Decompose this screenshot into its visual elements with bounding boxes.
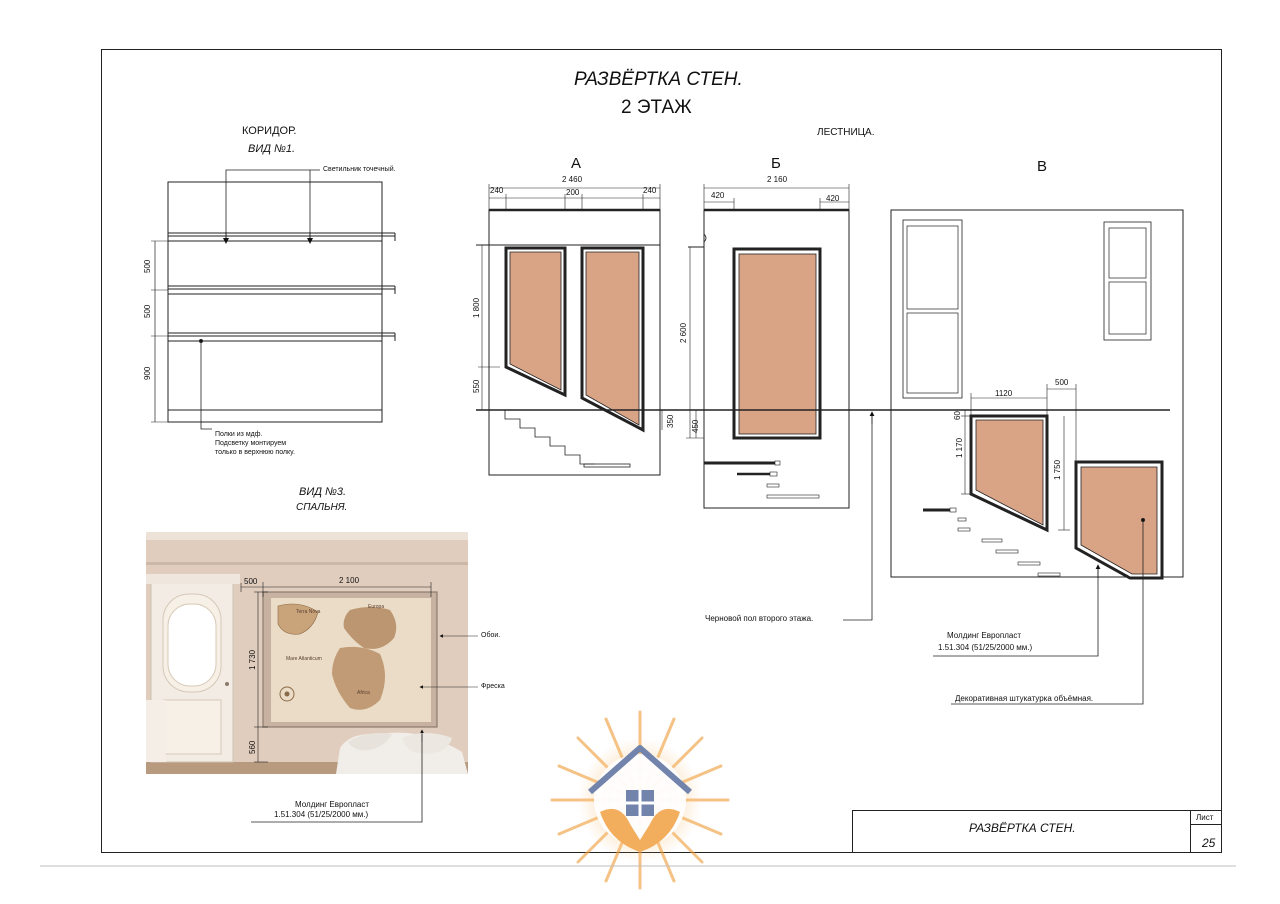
v-dim-h0: 60	[953, 411, 962, 420]
lamp-label: Светильник точечный.	[323, 166, 396, 173]
bedroom-dim-height: 1 730	[248, 649, 257, 670]
wall-v-panel-2	[1074, 460, 1164, 580]
corridor-shelf	[168, 285, 396, 295]
shelves-note-1: Полки из мдф.	[215, 431, 263, 438]
a-dim-right: 240	[643, 186, 657, 195]
window-left	[902, 219, 963, 399]
corridor-title: КОРИДОР.	[242, 125, 297, 137]
b-dim-left: 420	[711, 191, 725, 200]
bedroom-molding-2: 1.51.304 (51/25/2000 мм.)	[274, 810, 369, 819]
bedroom-dim-bottom: 560	[248, 740, 257, 754]
a-dim-h1: 1 800	[472, 297, 481, 318]
corridor-dim: 500	[143, 259, 152, 273]
view-a-label: А	[571, 155, 582, 172]
shelves-note-2: Подсветку монтируем	[215, 440, 287, 447]
map-text: Africa	[357, 690, 370, 696]
wallpaper-label: Обои.	[481, 632, 501, 639]
corridor-view-label: ВИД №1.	[248, 143, 296, 155]
stairs-molding-2: 1.51.304 (51/25/2000 мм.)	[938, 643, 1033, 652]
wall-v-outline	[890, 209, 1184, 578]
a-dim-left: 240	[490, 186, 504, 195]
a-dim-h3: 350	[666, 414, 675, 428]
bedroom-photo	[146, 532, 468, 774]
sheet-title: РАЗВЁРТКА СТЕН.	[574, 69, 743, 90]
logo-watermark	[550, 710, 730, 890]
wall-v-panel-1	[969, 414, 1049, 533]
b-dim-h2: 450	[691, 419, 700, 433]
view-v-label: В	[1037, 158, 1048, 175]
v-dim-h1: 1 170	[955, 437, 964, 458]
a-dim-mid: 200	[566, 188, 580, 197]
stamp-title: РАЗВЁРТКА СТЕН.	[969, 821, 1076, 835]
stairs-molding-1: Молдинг Европласт	[947, 631, 1021, 640]
wall-a-panel-right	[580, 246, 645, 433]
floor-label: Черновой пол второго этажа.	[705, 614, 814, 623]
stairs-elevation-a	[476, 184, 663, 476]
sheet-subtitle: 2 ЭТАЖ	[621, 97, 692, 118]
bedroom-view-label: ВИД №3.	[299, 486, 347, 498]
corridor-shelf	[168, 232, 396, 242]
v-dim-w2: 500	[1055, 378, 1069, 387]
bedroom-dim-width: 2 100	[339, 576, 360, 585]
plaster-label: Декоративная штукатурка объёмная.	[955, 694, 1094, 703]
corridor-dim: 900	[143, 366, 152, 380]
stairs-elevation-v	[890, 209, 1184, 580]
b-dim-total: 2 160	[767, 175, 788, 184]
wall-b-panel	[732, 247, 822, 440]
b-dim-right: 420	[826, 194, 840, 203]
v-dim-h2: 1 750	[1053, 459, 1062, 480]
corridor-wall-outline	[167, 181, 383, 423]
corridor-elevation	[151, 169, 396, 430]
corridor-dim: 500	[143, 304, 152, 318]
fresco-label: Фреска	[481, 683, 505, 690]
bedroom-title: СПАЛЬНЯ.	[296, 502, 348, 513]
stamp-sheet-number: 25	[1202, 836, 1216, 850]
a-dim-h2: 550	[472, 379, 481, 393]
a-dim-total: 2 460	[562, 175, 583, 184]
view-b-label: Б	[771, 155, 781, 172]
bedroom-dim-offset: 500	[244, 577, 258, 586]
b-dim-h1: 2 600	[679, 322, 688, 343]
stamp-sheet-label: Лист	[1196, 813, 1214, 822]
v-dim-w1: 1120	[995, 389, 1013, 398]
bedroom-molding-1: Молдинг Европласт	[295, 800, 369, 809]
corridor-shelf	[168, 332, 396, 342]
house-roof-icon	[588, 745, 692, 795]
stamp-sheet-number-cell	[1190, 824, 1222, 853]
wall-a-panel-left	[504, 246, 567, 398]
map-text: Europa	[368, 604, 385, 610]
shelves-note-3: только в верхнюю полку.	[215, 449, 295, 456]
map-text: Terra Nova	[296, 609, 321, 615]
map-text: Mare Atlanticum	[286, 656, 322, 662]
window-right	[1103, 221, 1152, 341]
stairs-title: ЛЕСТНИЦА.	[817, 127, 875, 138]
stairs-elevation-b	[686, 184, 850, 509]
